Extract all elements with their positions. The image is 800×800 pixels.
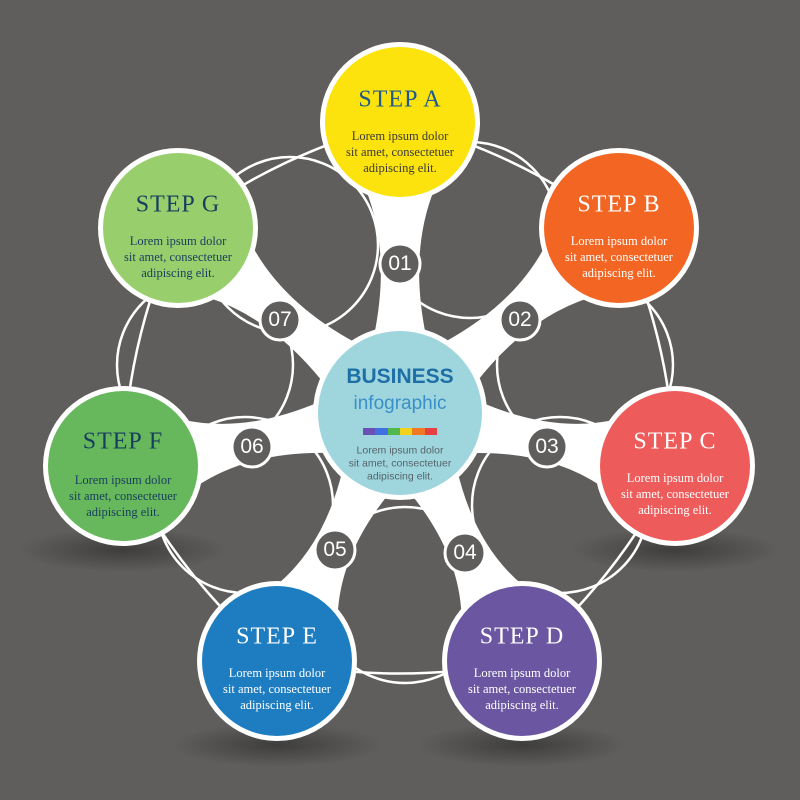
step-b-text-line: adipiscing elit. bbox=[582, 266, 656, 280]
step-b-number: 02 bbox=[508, 308, 532, 331]
step-c-text-line: adipiscing elit. bbox=[638, 503, 712, 517]
step-g-text-line: Lorem ipsum dolor bbox=[129, 234, 227, 248]
step-f-text: Lorem ipsum dolor sit amet, consectetuer… bbox=[48, 472, 198, 520]
step-f-title: STEP F bbox=[82, 428, 164, 455]
step-f-text-line: adipiscing elit. bbox=[86, 505, 160, 519]
step-a-text: Lorem ipsum dolor sit amet, consectetuer… bbox=[325, 128, 475, 176]
step-c-circle bbox=[600, 391, 750, 541]
step-g-circle bbox=[103, 153, 253, 303]
step-e-title: STEP E bbox=[236, 623, 318, 650]
step-f-text-line: Lorem ipsum dolor bbox=[74, 473, 172, 487]
step-b-circle bbox=[544, 153, 694, 303]
step-f-circle bbox=[48, 391, 198, 541]
step-e-circle bbox=[202, 586, 352, 736]
step-b-number-badge bbox=[498, 298, 542, 342]
step-a-circle bbox=[325, 47, 475, 197]
step-a-text-line: adipiscing elit. bbox=[363, 161, 437, 175]
colorbar-segment bbox=[375, 428, 388, 435]
step-d-text-line: adipiscing elit. bbox=[485, 698, 559, 712]
step-g-text-line: adipiscing elit. bbox=[141, 266, 215, 280]
colorbar-segment bbox=[363, 428, 376, 435]
hub-colorbar bbox=[363, 428, 437, 435]
hub-title: BUSINESS bbox=[346, 365, 454, 388]
step-d-number: 04 bbox=[453, 541, 477, 564]
step-d-text-line: sit amet, consectetuer bbox=[468, 682, 576, 696]
step-e-text: Lorem ipsum dolor sit amet, consectetuer… bbox=[202, 665, 352, 713]
step-d-circle bbox=[447, 586, 597, 736]
step-f-number-badge bbox=[230, 425, 274, 469]
step-c-title: STEP C bbox=[633, 428, 717, 455]
step-e-number-badge bbox=[313, 528, 357, 572]
circle-shadow bbox=[18, 528, 228, 572]
step-a-text-line: Lorem ipsum dolor bbox=[351, 129, 449, 143]
step-c-text-line: sit amet, consectetuer bbox=[621, 487, 729, 501]
step-c-number-badge bbox=[525, 425, 569, 469]
hub-subtitle: infographic bbox=[353, 393, 447, 414]
step-b-text: Lorem ipsum dolor sit amet, consectetuer… bbox=[544, 233, 694, 281]
step-g-text: Lorem ipsum dolor sit amet, consectetuer… bbox=[103, 233, 253, 281]
colorbar-segment bbox=[424, 428, 437, 435]
step-a-title: STEP A bbox=[358, 86, 442, 113]
hub-text-line: Lorem ipsum dolor bbox=[356, 444, 444, 457]
colorbar-segment bbox=[399, 428, 413, 435]
step-e-text-line: Lorem ipsum dolor bbox=[228, 666, 326, 680]
step-a-number: 01 bbox=[388, 252, 412, 275]
step-c-text-line: Lorem ipsum dolor bbox=[626, 471, 724, 485]
step-d-text-line: Lorem ipsum dolor bbox=[473, 666, 571, 680]
step-a-text-line: sit amet, consectetuer bbox=[346, 145, 454, 159]
step-f-text-line: sit amet, consectetuer bbox=[69, 489, 177, 503]
step-e-text-line: adipiscing elit. bbox=[240, 698, 314, 712]
circle-shadow bbox=[570, 528, 780, 572]
step-e-number: 05 bbox=[323, 538, 347, 561]
circle-shadow bbox=[417, 723, 627, 767]
step-b-text-line: Lorem ipsum dolor bbox=[570, 234, 668, 248]
step-f-number: 06 bbox=[240, 435, 264, 458]
step-g-text-line: sit amet, consectetuer bbox=[124, 250, 232, 264]
step-c-number: 03 bbox=[535, 435, 559, 458]
step-d-title: STEP D bbox=[479, 623, 565, 650]
step-e-text-line: sit amet, consectetuer bbox=[223, 682, 331, 696]
step-g-number-badge bbox=[258, 298, 302, 342]
step-b-text-line: sit amet, consectetuer bbox=[565, 250, 673, 264]
step-c-text: Lorem ipsum dolor sit amet, consectetuer… bbox=[600, 470, 750, 518]
colorbar-segment bbox=[412, 428, 425, 435]
colorbar-segment bbox=[387, 428, 400, 435]
step-d-number-badge bbox=[443, 531, 487, 575]
hub-circle bbox=[318, 331, 482, 495]
step-g-number: 07 bbox=[268, 308, 292, 331]
hub-description: Lorem ipsum dolor sit amet, consectetuer… bbox=[335, 445, 465, 484]
step-d-text: Lorem ipsum dolor sit amet, consectetuer… bbox=[447, 665, 597, 713]
hub-text-line: sit amet, consectetuer bbox=[348, 457, 452, 470]
circle-shadow bbox=[172, 723, 382, 767]
hub-text-line: adipiscing elit. bbox=[367, 470, 433, 483]
step-b-title: STEP B bbox=[577, 191, 661, 218]
step-a-number-badge bbox=[378, 242, 422, 286]
step-g-title: STEP G bbox=[135, 191, 221, 218]
